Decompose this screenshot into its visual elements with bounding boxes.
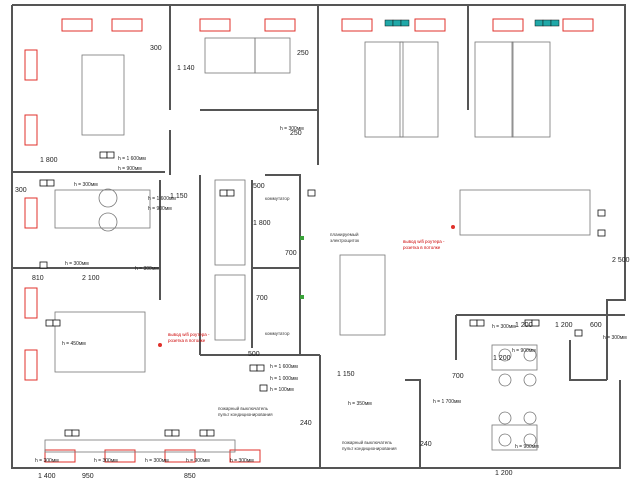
height-label: h = 300мм [135,266,159,272]
fire-switch-note: пожарный выключатель [218,405,269,411]
height-label: h = 350мм [348,401,372,407]
height-label: h = 300мм [65,261,89,267]
switch-note: коммутатор [265,331,290,336]
height-label: h = 300мм [94,458,118,464]
dim-label: 1 200 [515,322,533,329]
fire-switch-note: пульт кондиционирования [342,446,397,451]
dim-label: 850 [184,473,196,480]
height-label: h = 900мм [515,444,539,450]
dim-label: 1 150 [337,371,355,378]
height-labels: h = 300мм h = 300мм h = 300мм h = 450мм … [35,126,627,464]
dim-label: 1 200 [493,355,511,362]
dim-label: 240 [420,441,432,448]
height-label: h = 900мм [512,348,536,354]
dim-label: 2 500 [612,257,630,264]
dim-label: 1 400 [38,473,56,480]
height-label: h = 300мм [145,458,169,464]
dim-label: 810 [32,275,44,282]
height-label: h = 450мм [62,341,86,347]
radiators [24,18,594,463]
dim-label: 700 [285,250,297,257]
dim-label: 500 [253,183,265,190]
dim-label: 600 [590,322,602,329]
dimension-labels: 300 250 1 140 1 800 h = 1 600мм h = 900м… [15,45,630,480]
dim-label: 950 [82,473,94,480]
dim-label: 250 [297,50,309,57]
router-note: вывод wifi роутера - [403,239,445,244]
furniture [44,37,591,453]
dim-label: 1 200 [495,470,513,477]
height-label: h = 300мм [492,324,516,330]
dim-label: 240 [300,420,312,427]
network-boxes [384,19,560,27]
router-note: розетка в потолке [403,245,441,250]
router-note: розетка в потолке [168,338,206,343]
notes: вывод wifi роутера - розетка в потолке в… [168,196,445,451]
height-label: h = 300мм [230,458,254,464]
height-label: h = 1 000мм [270,376,298,382]
height-label: h = 1 600мм [148,196,176,202]
height-label: h = 300мм [74,182,98,188]
dim-label: 250 [290,130,302,137]
dim-label: 700 [256,295,268,302]
dim-label: 300 [150,45,162,52]
green-markers [300,236,304,299]
dim-label: 300 [15,187,27,194]
sockets [39,151,606,437]
router-note: вывод wifi роутера - [168,332,210,337]
router-dots [158,225,455,347]
height-label: h = 900мм [118,166,142,172]
dim-label: 1 150 [170,193,188,200]
height-label: h = 900мм [186,458,210,464]
height-label: h = 100мм [270,387,294,393]
height-label: h = 900мм [148,206,172,212]
dim-label: 1 800 [40,157,58,164]
dim-label: 700 [452,373,464,380]
dim-label: 1 200 [555,322,573,329]
height-label: h = 300мм [35,458,59,464]
fire-switch-note: пожарный выключатель [342,439,393,445]
panel-note: электрощиток [330,238,359,243]
height-label: h = 1 600мм [118,156,146,162]
height-label: h = 300мм [280,126,304,132]
dim-label: 1 800 [253,220,271,227]
switch-note: коммутатор [265,196,290,201]
height-label: h = 1 700мм [433,399,461,405]
dim-label: 500 [248,351,260,358]
walls [11,4,626,469]
fire-switch-note: пульт кондиционирования [218,412,273,417]
panel-note: планируемый [330,231,359,237]
height-label: h = 300мм [603,335,627,341]
dim-label: 2 100 [82,275,100,282]
dim-label: 1 140 [177,65,195,72]
height-label: h = 1 600мм [270,364,298,370]
